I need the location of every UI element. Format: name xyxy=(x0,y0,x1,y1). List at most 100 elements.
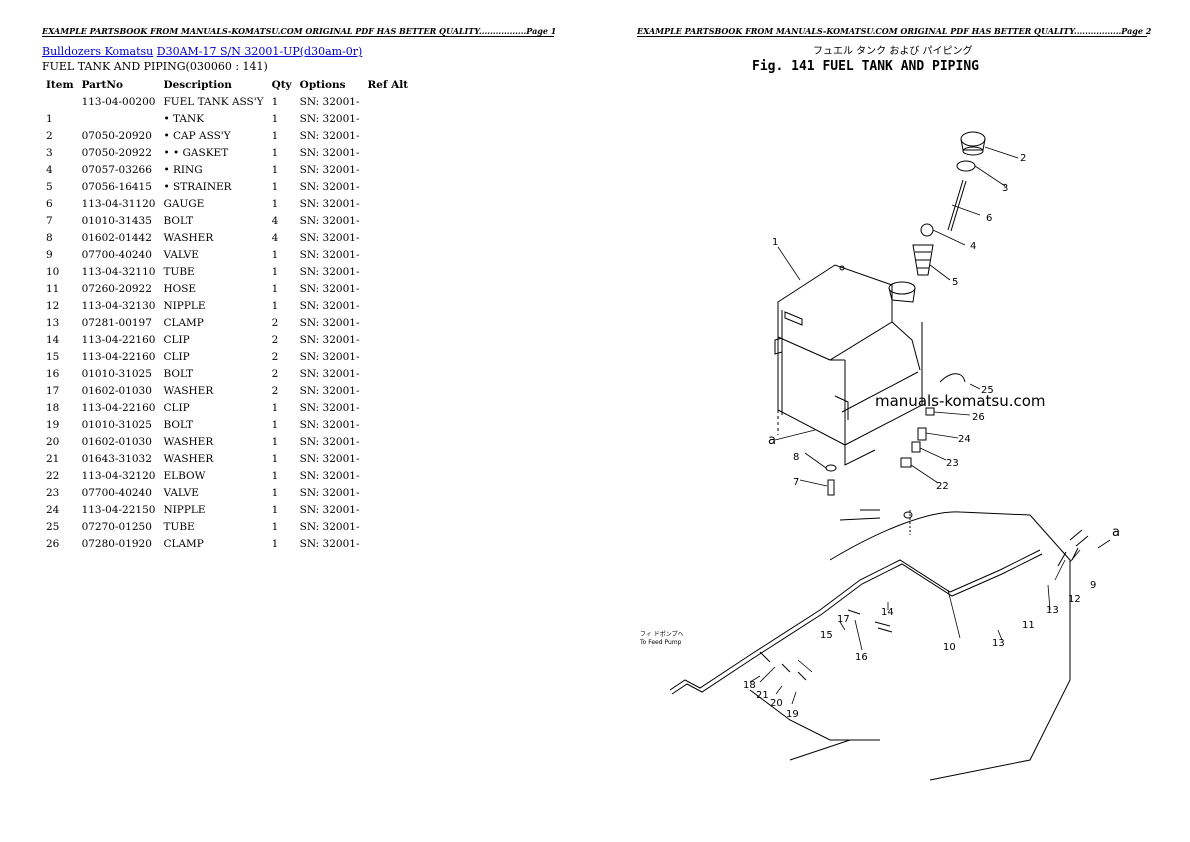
cell-qty: 1 xyxy=(271,265,279,278)
cell-qty: 1 xyxy=(271,435,279,448)
figure-jp-title: フュエル タンク および パイピング xyxy=(813,44,973,57)
cell-qty: 1 xyxy=(271,112,279,125)
cell-options: SN: 32001- xyxy=(299,112,360,125)
cell-qty: 1 xyxy=(271,503,279,516)
section-title: FUEL TANK AND PIPING(030060 : 141) xyxy=(42,60,268,73)
cell-qty: 1 xyxy=(271,197,279,210)
cell-refalt xyxy=(364,518,413,535)
cell-partno: 01010-31025 xyxy=(81,418,152,431)
callout-12: 12 xyxy=(1068,594,1081,605)
breadcrumb-link-category[interactable]: Bulldozers Komatsu xyxy=(42,45,154,58)
cell-item: 9 xyxy=(46,248,53,261)
cell-description: BOLT xyxy=(163,418,194,431)
letter-a-tank: a xyxy=(768,433,776,448)
cell-item: 18 xyxy=(46,401,60,414)
cell-description: CLAMP xyxy=(163,316,204,329)
callout-2: 2 xyxy=(1020,153,1026,164)
cell-qty: 2 xyxy=(271,350,279,363)
parts-table: Item PartNo Description Qty Options Ref … xyxy=(42,76,412,552)
cell-description: FUEL TANK ASS'Y xyxy=(163,95,264,108)
callout-13b: 13 xyxy=(992,638,1005,649)
cell-qty: 1 xyxy=(271,146,279,159)
callout-10: 10 xyxy=(943,642,956,653)
cell-partno xyxy=(78,110,160,127)
cell-refalt xyxy=(364,467,413,484)
cell-description: NIPPLE xyxy=(163,503,206,516)
cell-options: SN: 32001- xyxy=(299,299,360,312)
callout-4: 4 xyxy=(970,241,976,252)
col-header-item: Item xyxy=(46,78,74,91)
callout-24: 24 xyxy=(958,434,971,445)
cell-partno: 01602-01030 xyxy=(81,435,152,448)
cell-options: SN: 32001- xyxy=(299,384,360,397)
fuel-tank-drawing xyxy=(774,264,923,466)
cell-item xyxy=(42,93,78,110)
cell-options: SN: 32001- xyxy=(299,418,360,431)
cell-options: SN: 32001- xyxy=(299,180,360,193)
page-header-left: EXAMPLE PARTSBOOK FROM MANUALS-KOMATSU.C… xyxy=(42,26,557,36)
cell-options: SN: 32001- xyxy=(299,469,360,482)
breadcrumb-link-model[interactable]: D30AM-17 S/N 32001-UP(d30am-0r) xyxy=(156,45,363,58)
cell-item: 8 xyxy=(46,231,53,244)
cell-options: SN: 32001- xyxy=(299,435,360,448)
callout-11: 11 xyxy=(1022,620,1035,631)
cell-description: HOSE xyxy=(163,282,197,295)
cell-description: TUBE xyxy=(163,520,195,533)
cell-partno: 07260-20922 xyxy=(81,282,152,295)
cell-qty: 4 xyxy=(271,231,279,244)
cell-item: 26 xyxy=(46,537,60,550)
cell-partno: 07050-20920 xyxy=(81,129,152,142)
watermark: manuals-komatsu.com xyxy=(875,392,1046,410)
cell-item: 11 xyxy=(46,282,60,295)
parts-diagram-svg: フュエル タンク および パイピング Fig. 141 FUEL TANK AN… xyxy=(639,44,1120,781)
cell-partno: 07270-01250 xyxy=(81,520,152,533)
cell-refalt xyxy=(364,365,413,382)
cell-partno: 113-04-00200 xyxy=(81,95,156,108)
cell-refalt xyxy=(364,280,413,297)
cell-options: SN: 32001- xyxy=(299,146,360,159)
cell-options: SN: 32001- xyxy=(299,333,360,346)
cell-qty: 4 xyxy=(271,214,279,227)
cell-qty: 1 xyxy=(271,299,279,312)
cell-qty: 1 xyxy=(271,401,279,414)
col-header-refalt: Ref Alt xyxy=(367,78,409,91)
callout-16: 16 xyxy=(855,652,868,663)
cell-options: SN: 32001- xyxy=(299,316,360,329)
cell-options: SN: 32001- xyxy=(299,282,360,295)
cell-item: 23 xyxy=(46,486,60,499)
cell-description: GAUGE xyxy=(163,197,205,210)
cell-qty: 1 xyxy=(271,520,279,533)
cell-refalt xyxy=(364,195,413,212)
cell-options: SN: 32001- xyxy=(299,163,360,176)
cell-qty: 2 xyxy=(271,316,279,329)
cell-partno: 07057-03266 xyxy=(81,163,152,176)
cell-refalt xyxy=(364,314,413,331)
callout-17: 17 xyxy=(837,614,850,625)
cell-options: SN: 32001- xyxy=(299,367,360,380)
cell-options: SN: 32001- xyxy=(299,95,360,108)
cell-refalt xyxy=(364,229,413,246)
cell-partno: 113-04-31120 xyxy=(81,197,156,210)
cell-refalt xyxy=(364,212,413,229)
cell-description: • RING xyxy=(163,163,203,176)
cell-qty: 1 xyxy=(271,95,279,108)
col-header-options: Options xyxy=(299,78,346,91)
cell-description: BOLT xyxy=(163,214,194,227)
cell-description: • CAP ASS'Y xyxy=(163,129,231,142)
cell-description: CLAMP xyxy=(163,537,204,550)
cell-item: 5 xyxy=(46,180,53,193)
cell-item: 3 xyxy=(46,146,53,159)
cell-refalt xyxy=(364,263,413,280)
cell-description: TUBE xyxy=(163,265,195,278)
cell-item: 15 xyxy=(46,350,60,363)
cell-qty: 1 xyxy=(271,180,279,193)
